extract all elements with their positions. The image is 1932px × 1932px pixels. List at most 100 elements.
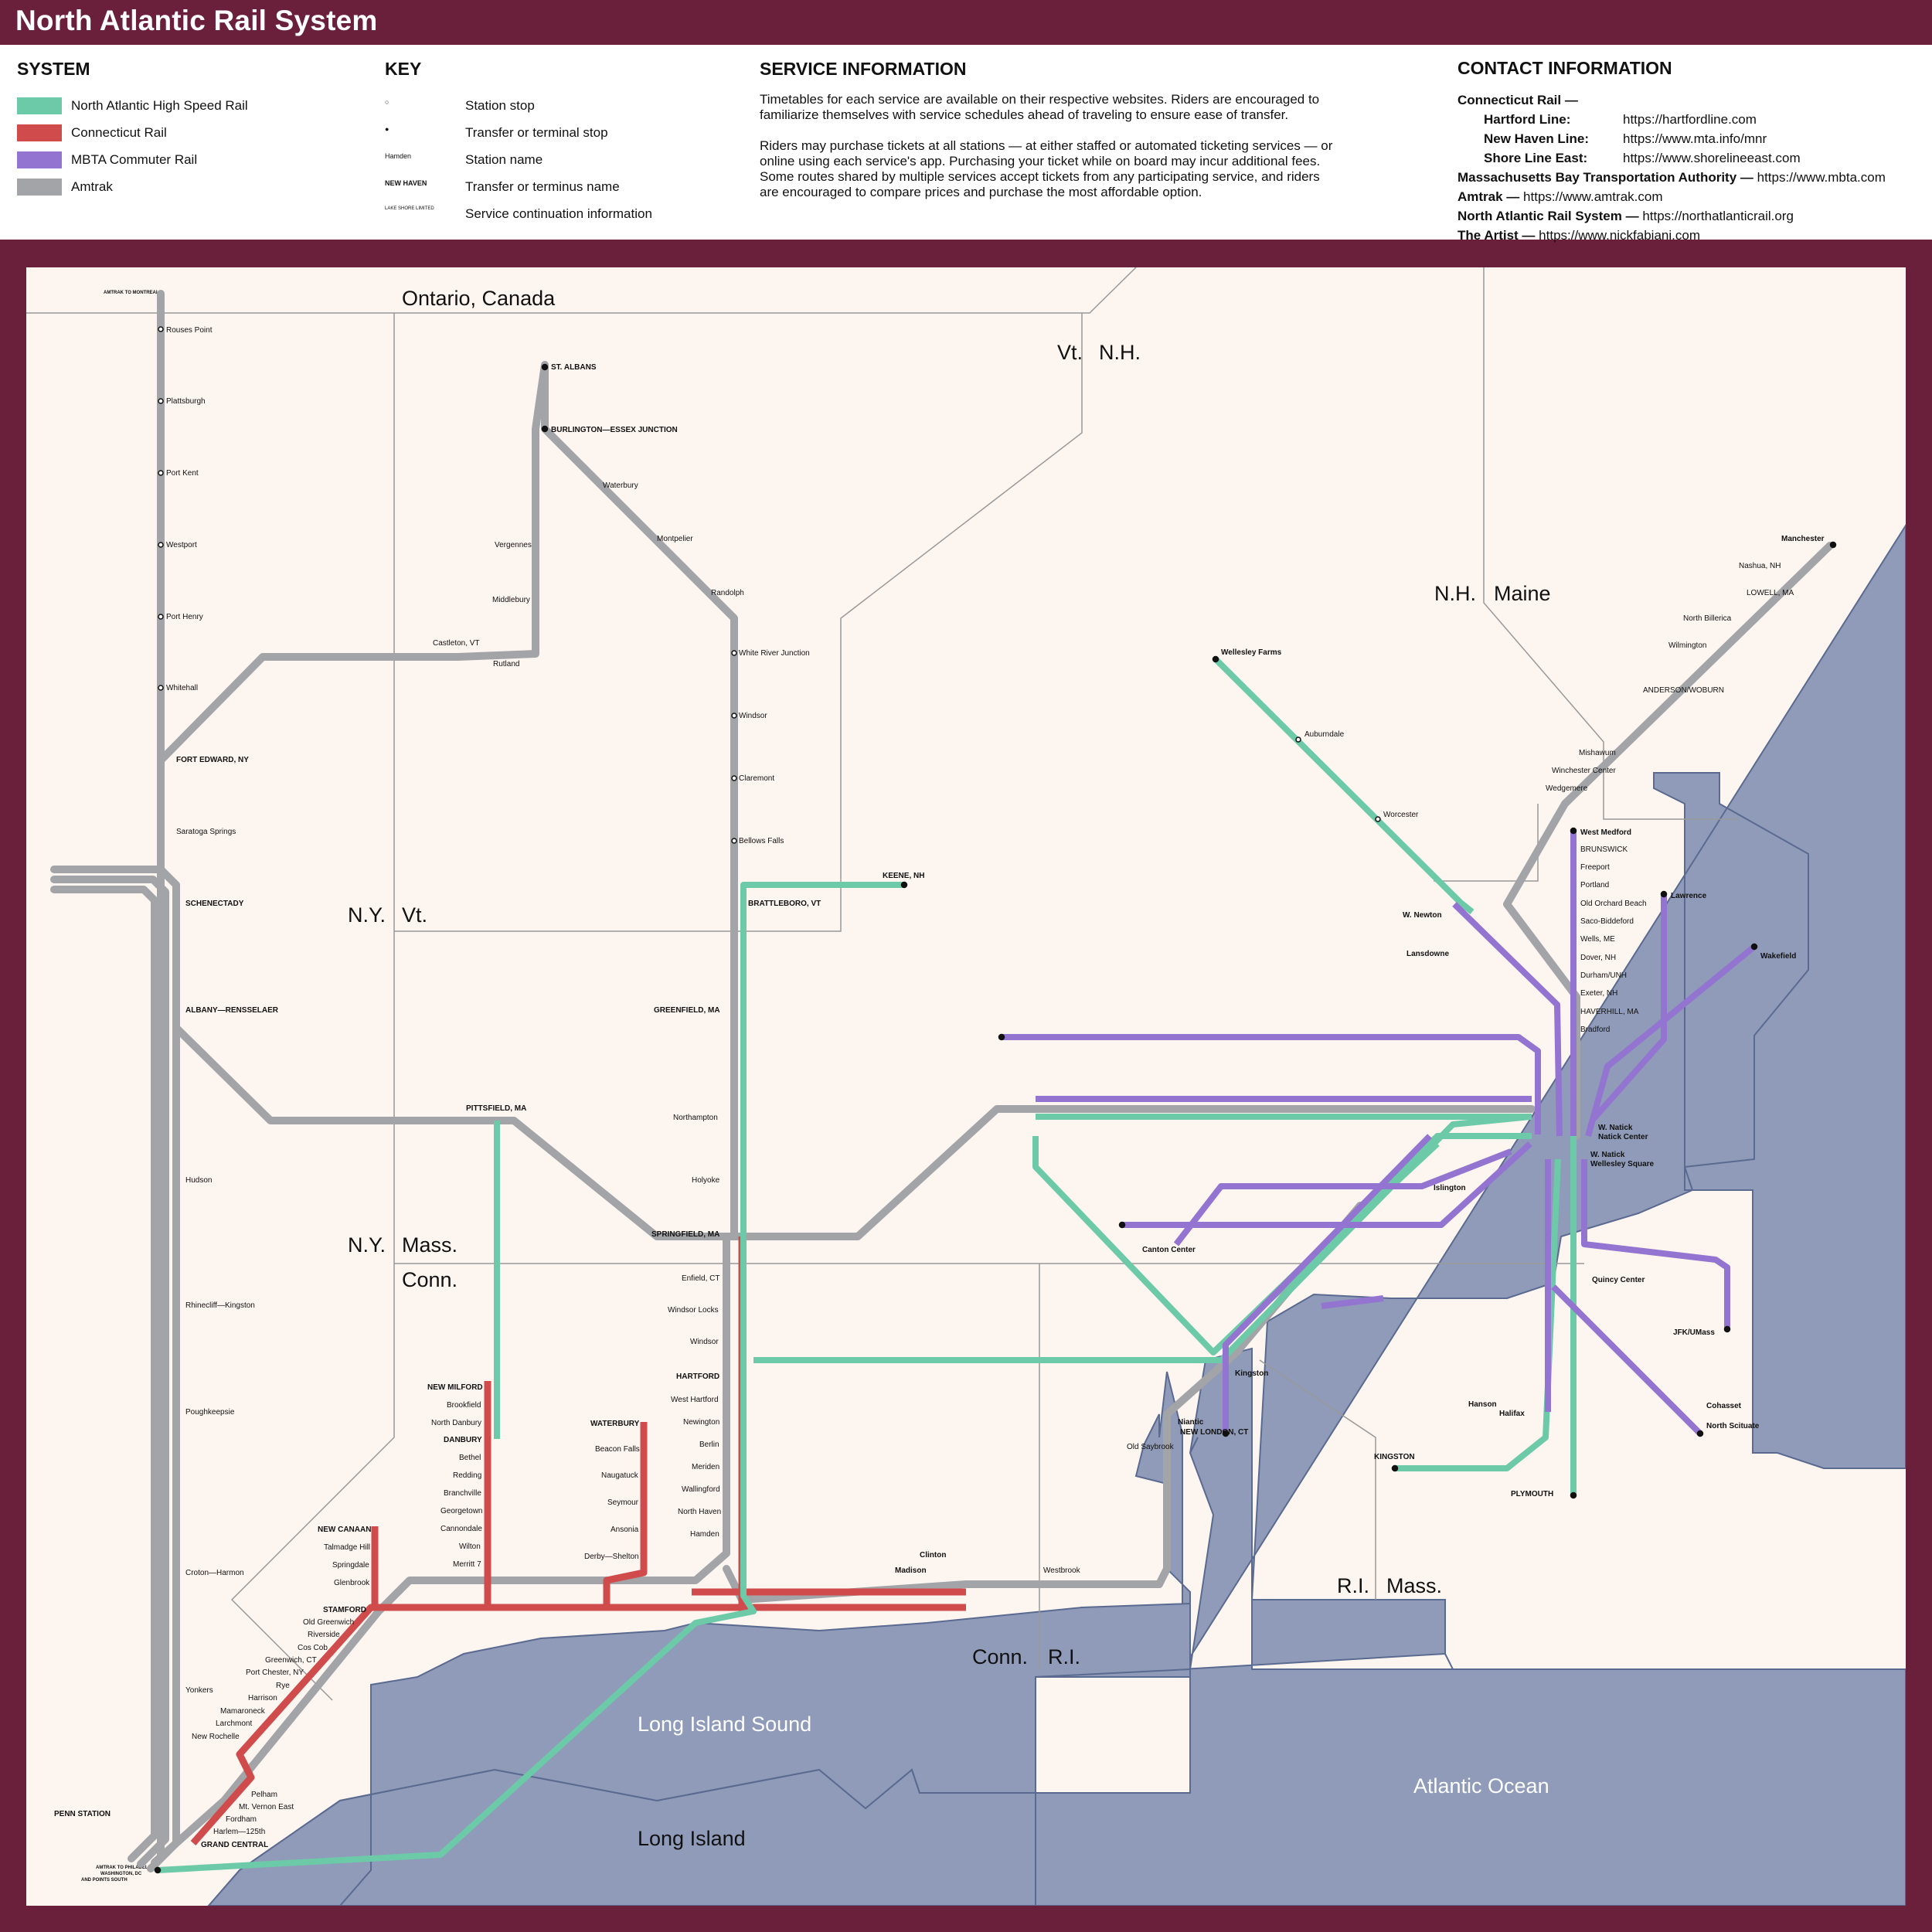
- contact-row: The Artist — https://www.nickfabiani.com: [1458, 226, 1913, 245]
- station-label: Claremont: [739, 774, 774, 783]
- contact-link[interactable]: https://hartfordline.com: [1623, 112, 1757, 127]
- station-label: Windsor: [690, 1338, 719, 1346]
- station-label: Greenwich, CT: [265, 1656, 317, 1665]
- station-label: Plattsburgh: [166, 397, 206, 406]
- contact-name: North Atlantic Rail System —: [1458, 209, 1639, 223]
- station-label: North Danbury: [431, 1419, 481, 1427]
- contact-link[interactable]: https://www.nickfabiani.com: [1539, 228, 1700, 243]
- legend-swatch: [17, 151, 62, 168]
- system-legend: SYSTEM North Atlantic High Speed Rail Co…: [17, 59, 357, 200]
- station-label: Fordham: [226, 1815, 257, 1824]
- station-label: Madison: [895, 1566, 927, 1575]
- legend-label: Connecticut Rail: [71, 124, 167, 140]
- station-label: Niantic: [1178, 1418, 1204, 1427]
- station-label: Manchester: [1781, 535, 1825, 543]
- contact-heading: CONTACT INFORMATION: [1458, 58, 1672, 78]
- transfer-dot: [1750, 943, 1758, 951]
- service-paragraph: Timetables for each service are availabl…: [760, 92, 1320, 122]
- station-label: PENN STATION: [54, 1810, 111, 1818]
- station-label: ANDERSON/WOBURN: [1643, 686, 1724, 695]
- contact-row: Amtrak — https://www.amtrak.com: [1458, 187, 1913, 206]
- station-stop-icon: ○: [385, 98, 389, 106]
- legend-item-mbta: MBTA Commuter Rail: [17, 146, 357, 173]
- contact-link[interactable]: https://www.shorelineeast.com: [1623, 151, 1801, 165]
- station-label: Wedgemere: [1546, 784, 1588, 793]
- contact-row: North Atlantic Rail System — https://nor…: [1458, 206, 1913, 226]
- station-label: Cannondale: [440, 1525, 482, 1533]
- contact-link[interactable]: https://www.mbta.com: [1757, 170, 1886, 185]
- station-label: Durham/UNH: [1580, 971, 1627, 980]
- station-label: Middlebury: [492, 596, 530, 604]
- info-panel: SYSTEM North Atlantic High Speed Rail Co…: [0, 45, 1932, 243]
- station-label: Port Chester, NY: [246, 1668, 304, 1677]
- station-label: Croton—Harmon: [185, 1569, 244, 1577]
- station-label: Winchester Center: [1552, 767, 1616, 775]
- station-label: Enfield, CT: [682, 1274, 719, 1283]
- transfer-dot: [1212, 655, 1219, 663]
- station-label: Wellesley Square: [1590, 1160, 1655, 1168]
- station-label: Canton Center: [1142, 1246, 1196, 1254]
- region-label: R.I.: [1048, 1645, 1080, 1668]
- legend-swatch: [17, 124, 62, 141]
- station-label: Auburndale: [1304, 730, 1345, 739]
- station-label: GREENFIELD, MA: [654, 1006, 720, 1015]
- station-label: Nashua, NH: [1739, 562, 1781, 570]
- station-label: W. Natick: [1598, 1124, 1633, 1132]
- station-label: Larchmont: [216, 1719, 252, 1728]
- contact-link[interactable]: https://www.mta.info/mnr: [1623, 131, 1767, 146]
- contact-name: Hartford Line:: [1484, 112, 1571, 127]
- transfer-dot: [998, 1033, 1005, 1041]
- region-label: R.I.: [1337, 1574, 1369, 1597]
- station-label: Windsor: [739, 712, 767, 720]
- legend-item-ct-rail: Connecticut Rail: [17, 119, 357, 146]
- transfer-dot: [1118, 1221, 1126, 1229]
- title-bar: North Atlantic Rail System: [0, 0, 1932, 45]
- region-label: Vt.: [402, 903, 427, 927]
- station-label: Rouses Point: [166, 326, 213, 335]
- station-label: DANBURY: [444, 1436, 482, 1444]
- station-label: Riverside: [308, 1631, 340, 1639]
- station-label: Wilmington: [1668, 641, 1706, 650]
- station-label: Northampton: [673, 1114, 718, 1122]
- station-label: Old Orchard Beach: [1580, 900, 1647, 908]
- station-label: White River Junction: [739, 649, 810, 658]
- station-label: Islington: [1434, 1184, 1466, 1192]
- station-label: Saratoga Springs: [176, 828, 236, 836]
- contact-name: Massachusetts Bay Transportation Authori…: [1458, 170, 1753, 185]
- continuation-label: AND POINTS SOUTH: [81, 1878, 128, 1883]
- station-label: Mamaroneck: [220, 1707, 266, 1716]
- key-sample: LAKE SHORE LIMITED: [385, 206, 434, 211]
- station-label: Vergennes: [495, 541, 532, 549]
- transfer-dot: [900, 881, 908, 889]
- station-label: Springdale: [332, 1561, 369, 1570]
- transfer-dot: [541, 363, 549, 371]
- station-dot: [731, 650, 737, 656]
- key-heading: KEY: [385, 59, 422, 79]
- station-label: Bethel: [459, 1454, 481, 1462]
- station-label: North Billerica: [1683, 614, 1732, 623]
- station-label: Dover, NH: [1580, 954, 1616, 962]
- station-label: Clinton: [920, 1551, 946, 1560]
- station-label: Mt. Vernon East: [239, 1803, 294, 1811]
- station-label: STAMFORD: [323, 1606, 366, 1614]
- contact-name: The Artist —: [1458, 228, 1536, 243]
- continuation-label: AMTRAK TO PHILADELPHIA,: [96, 1866, 161, 1870]
- region-label: Vt.: [1057, 341, 1083, 364]
- contact-link[interactable]: https://northatlanticrail.org: [1642, 209, 1794, 223]
- system-heading: SYSTEM: [17, 59, 90, 79]
- station-label: Old Saybrook: [1127, 1443, 1175, 1451]
- station-label: Wilton: [459, 1543, 481, 1551]
- station-label: KEENE, NH: [883, 872, 924, 880]
- contact-link[interactable]: https://www.amtrak.com: [1523, 189, 1663, 204]
- key-sample: NEW HAVEN: [385, 179, 427, 187]
- transfer-stop-icon: ●: [385, 125, 389, 133]
- state-borders: [26, 267, 1739, 1701]
- key-item: ○Station stop: [385, 92, 725, 119]
- station-label: West Hartford: [671, 1396, 719, 1404]
- station-label: PITTSFIELD, MA: [466, 1104, 526, 1113]
- station-label: Meriden: [692, 1463, 719, 1471]
- station-dot: [731, 775, 737, 781]
- station-label: NEW LONDON, CT: [1180, 1428, 1248, 1437]
- station-label: PLYMOUTH: [1511, 1490, 1553, 1498]
- station-label: Newington: [683, 1418, 719, 1427]
